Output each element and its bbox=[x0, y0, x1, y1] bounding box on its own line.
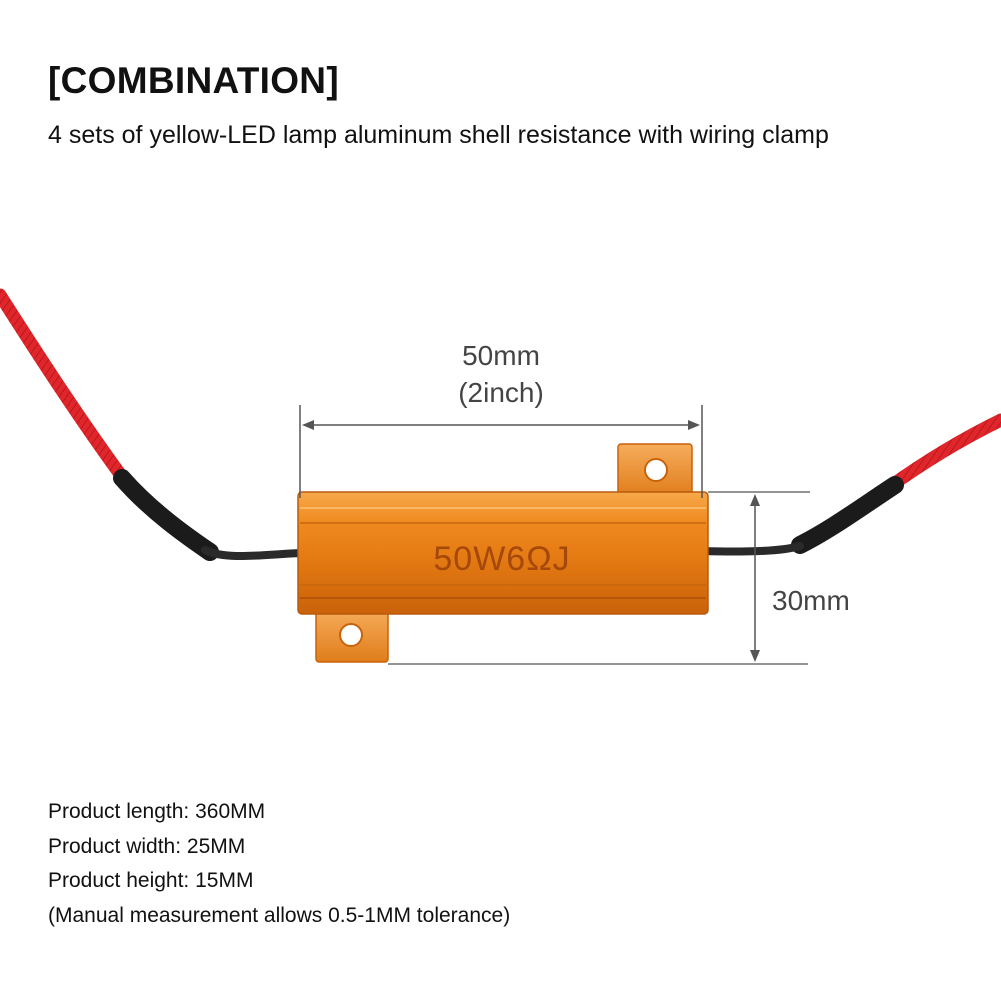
heading: [COMBINATION] bbox=[48, 60, 339, 101]
product-image: 50W6ΩJ 50mm (2inch) 30mm bbox=[0, 240, 1001, 710]
left-sleeve bbox=[113, 469, 219, 561]
spec-width: Product width: 25MM bbox=[48, 834, 246, 858]
spec-length: Product length: 360MM bbox=[48, 800, 266, 823]
right-sleeve bbox=[791, 476, 904, 554]
length-dimension: 50mm (2inch) bbox=[299, 340, 703, 498]
spec-height: Product height: 15MM bbox=[48, 869, 254, 892]
length-label-inch: (2inch) bbox=[458, 377, 544, 408]
resistor-body: 50W6ΩJ bbox=[297, 491, 709, 615]
mounting-tab-bottom bbox=[315, 607, 389, 663]
spec-tolerance: (Manual measurement allows 0.5-1MM toler… bbox=[48, 903, 511, 927]
height-dimension: 30mm bbox=[388, 491, 850, 665]
height-label: 30mm bbox=[772, 585, 850, 616]
right-wire bbox=[881, 413, 1001, 495]
mounting-tab-top bbox=[617, 443, 693, 497]
subtitle: 4 sets of yellow-LED lamp aluminum shell… bbox=[48, 121, 829, 149]
length-label: 50mm bbox=[462, 340, 540, 371]
resistor-marking: 50W6ΩJ bbox=[433, 540, 570, 578]
spec-list: Product length: 360MM Product width: 25M… bbox=[48, 795, 510, 933]
left-wire bbox=[0, 288, 135, 492]
